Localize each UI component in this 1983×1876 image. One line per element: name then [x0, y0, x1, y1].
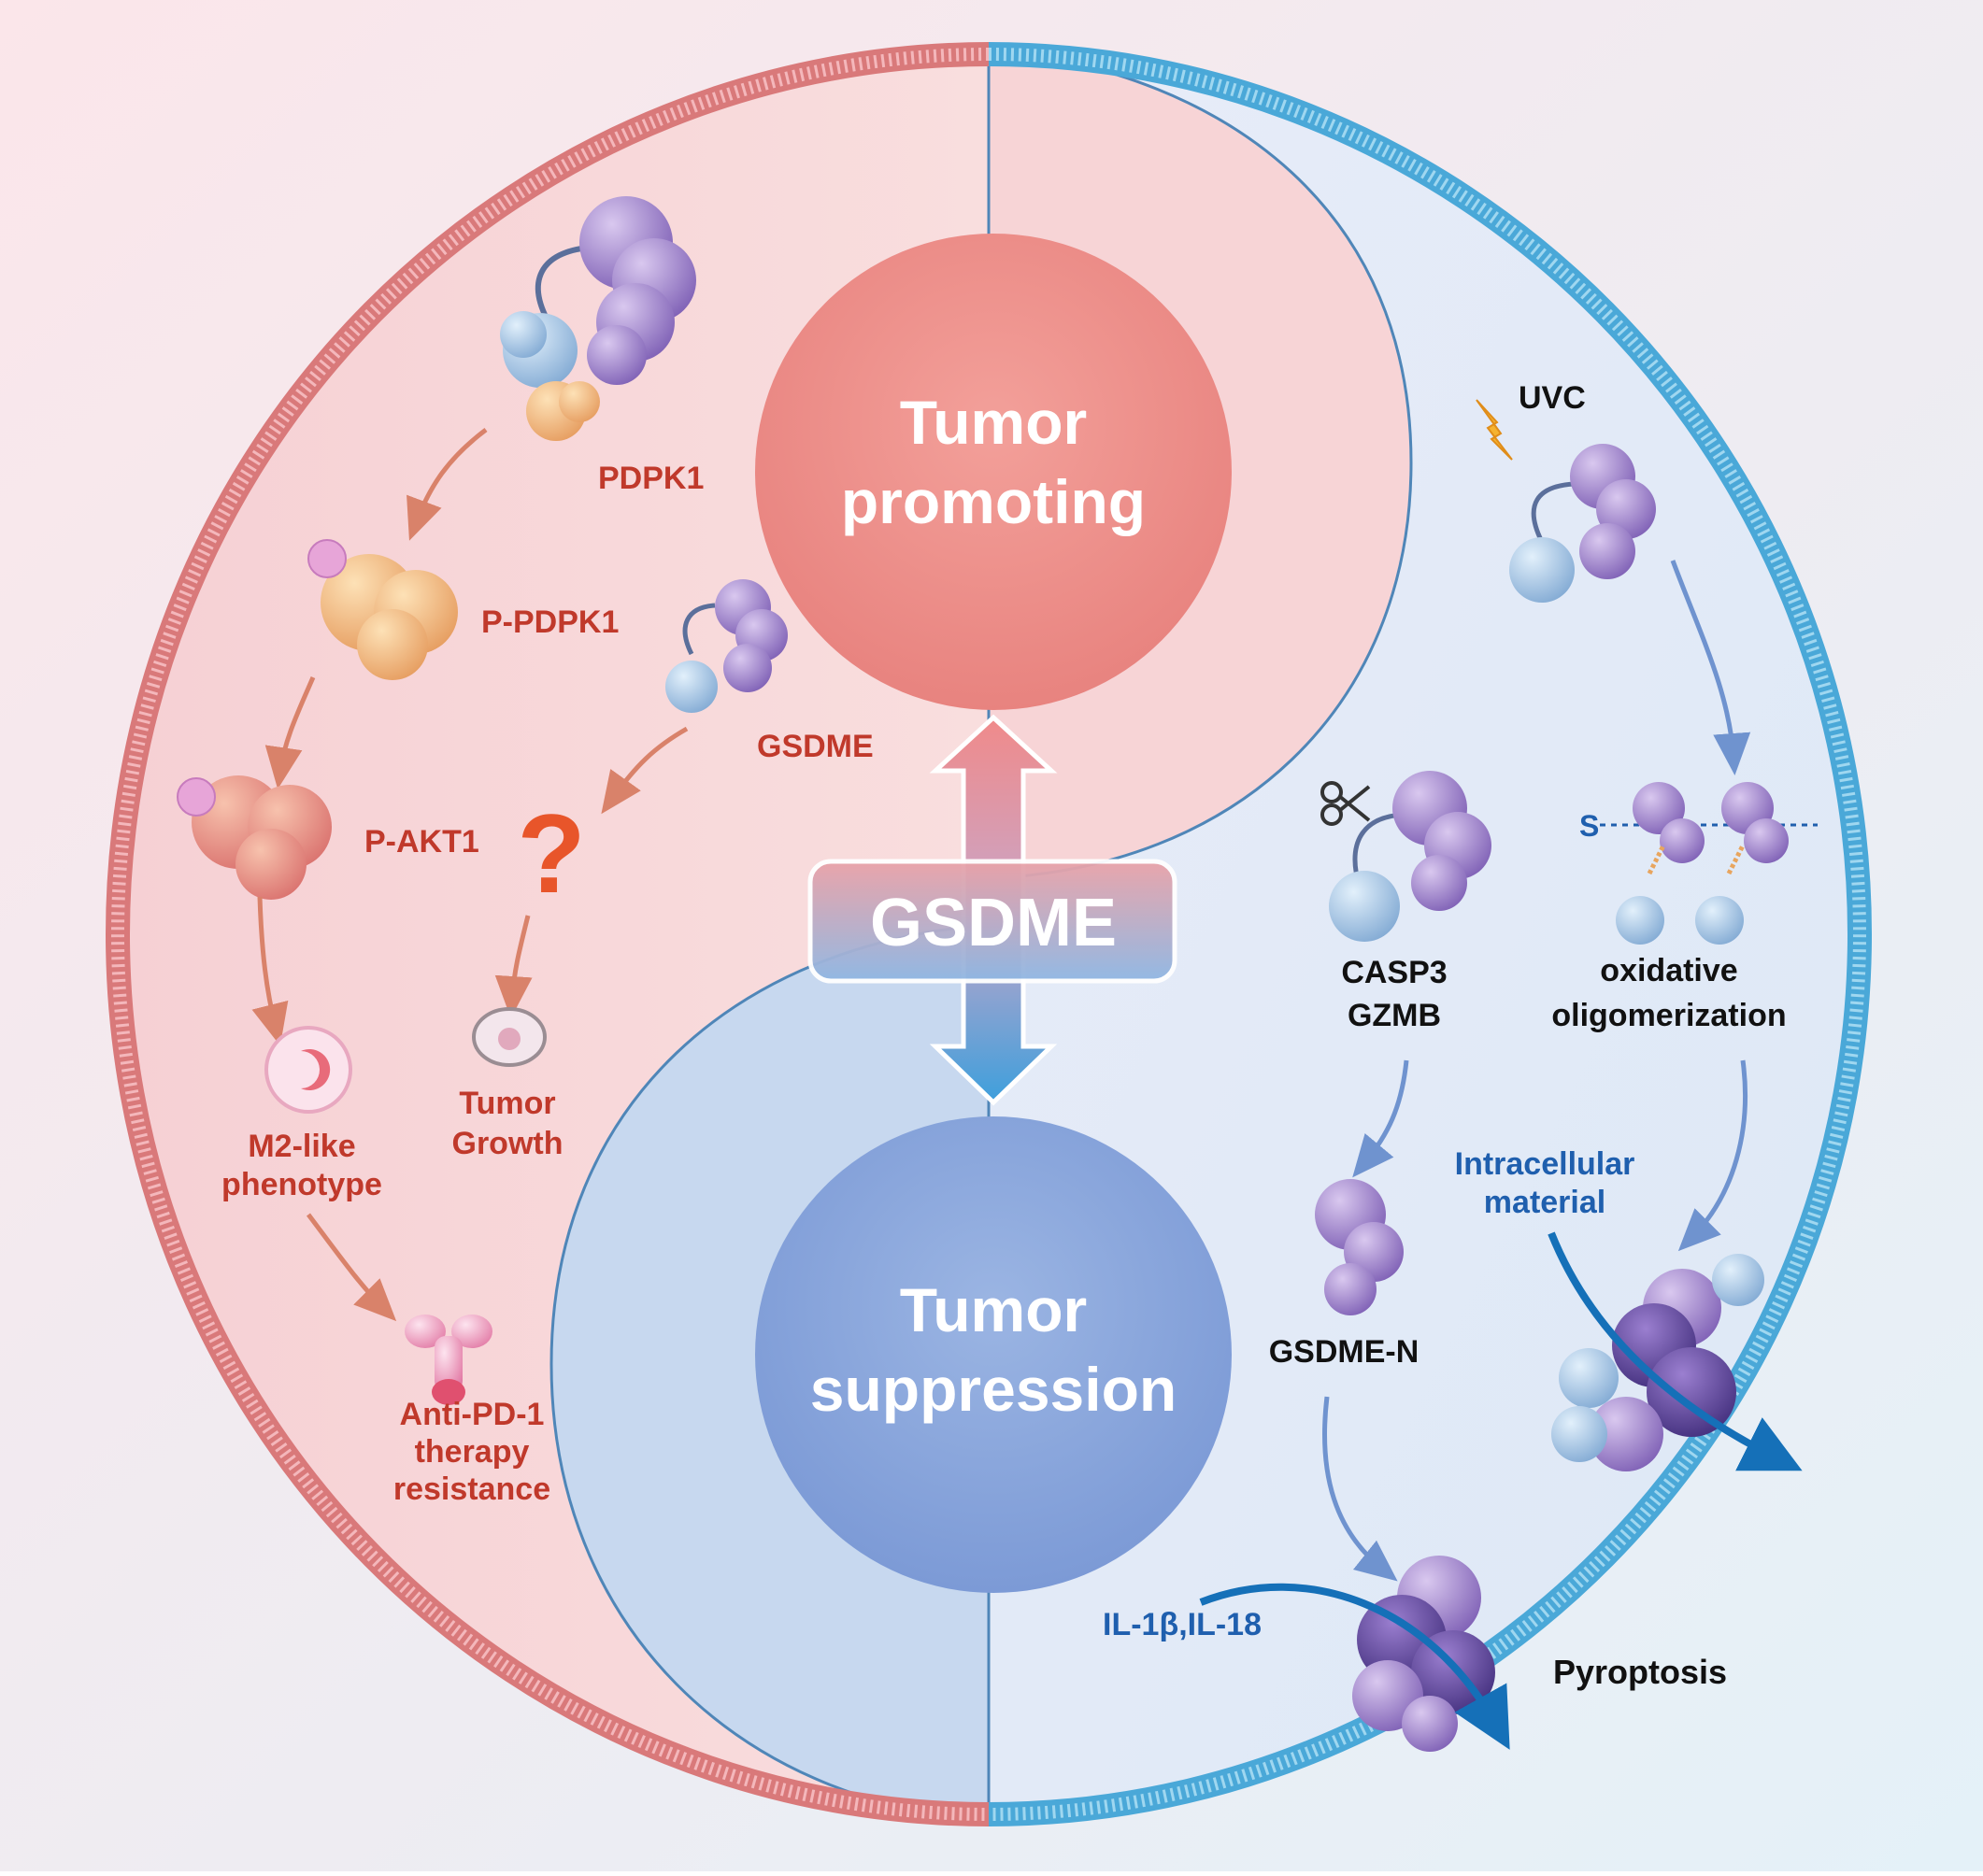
gsdme-protein-full [500, 196, 696, 388]
arrow-p-akt1-to-m2 [251, 896, 289, 1046]
gsdme-n-protein [1315, 1179, 1404, 1315]
pd1-label-line1: Anti-PD-1 [400, 1397, 545, 1432]
membrane-left [106, 42, 990, 1826]
membrane-pore-upper [1551, 1254, 1764, 1471]
m2-macrophage-icon [264, 1026, 352, 1114]
scissors-icon [1320, 781, 1371, 826]
oxidative-label-line1: oxidative [1600, 953, 1737, 988]
gsdme-protein-small [665, 579, 788, 713]
oxidative-label-line2: oligomerization [1551, 998, 1786, 1033]
m2-label-line2: phenotype [221, 1167, 382, 1202]
hub-label: GSDME [870, 886, 1117, 960]
hub-box [807, 859, 1177, 984]
oligomer-proteins [1616, 782, 1789, 945]
p-pdpk1-protein [307, 539, 458, 680]
cytokines-label: IL-1β,IL-18 [1103, 1607, 1262, 1642]
uvc-label: UVC [1519, 380, 1586, 416]
growth-label-line1: Tumor [459, 1086, 555, 1121]
arrow-m2-to-pd1 [306, 1213, 397, 1322]
pd1-label-line2: therapy [415, 1434, 530, 1470]
tumor-promoting-circle: Tumor promoting [755, 234, 1232, 710]
pyroptosis-label: Pyroptosis [1553, 1653, 1727, 1691]
p-akt1-label: P-AKT1 [364, 824, 479, 860]
gsdme-hub: GSDME [807, 714, 1177, 1106]
pd1-antibody-icon [405, 1315, 492, 1405]
phosphate-icon [177, 777, 216, 817]
tumor-cell-icon [472, 1007, 547, 1067]
arrow-gsdme-to-question [601, 726, 689, 815]
arrow-uvc-to-oligomer [1670, 560, 1751, 775]
intracellular-release-arrow [1548, 1231, 1803, 1471]
phosphate-icon [307, 539, 347, 578]
arrow-oligomer-to-pore [1677, 1059, 1748, 1252]
caspase-label-line1: CASP3 [1341, 955, 1447, 990]
p-pdpk1-label: P-PDPK1 [481, 604, 619, 640]
caspase-label-line2: GZMB [1348, 998, 1441, 1033]
gsdme-protein-cleaved [1329, 771, 1491, 942]
intracellular-label-line1: Intracellular [1455, 1146, 1635, 1182]
tumor-suppression-line2: suppression [810, 1355, 1177, 1424]
pd1-label-line3: resistance [393, 1471, 550, 1507]
gsdme-protein-uvc [1509, 444, 1656, 603]
pdpk1-protein [526, 381, 600, 441]
arrow-p-pdpk1-to-p-akt1 [264, 676, 316, 789]
s-label: S [1579, 809, 1599, 843]
arrow-caspase-to-gsdme-n [1352, 1059, 1409, 1178]
tumor-promoting-line1: Tumor [900, 388, 1087, 457]
tumor-suppression-line1: Tumor [900, 1275, 1087, 1344]
gsdme-n-label: GSDME-N [1269, 1334, 1419, 1370]
cytokine-release-arrow [1199, 1583, 1510, 1750]
p-akt1-protein [177, 775, 332, 900]
gsdme-left-label: GSDME [757, 729, 874, 764]
lightning-icon [1476, 399, 1513, 461]
growth-label-line2: Growth [452, 1126, 564, 1161]
pdpk1-label: PDPK1 [598, 461, 704, 496]
intracellular-label-line2: material [1484, 1185, 1605, 1220]
question-mark-icon: ? [517, 791, 585, 917]
arrow-question-to-growth [494, 915, 533, 1018]
m2-label-line1: M2-like [248, 1129, 355, 1164]
arrow-pdpk1-to-p-pdpk1 [407, 428, 488, 541]
tumor-promoting-line2: promoting [841, 467, 1146, 536]
arrow-gsdme-n-to-pore [1322, 1396, 1398, 1582]
tumor-suppression-circle: Tumor suppression [755, 1116, 1232, 1593]
